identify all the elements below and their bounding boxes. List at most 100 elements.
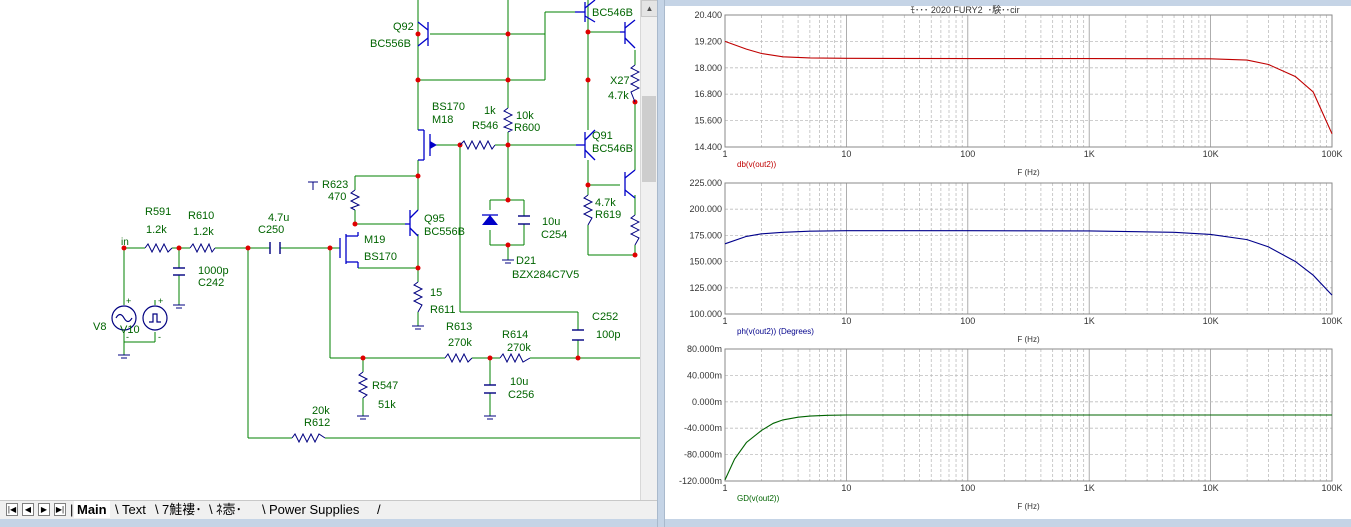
label-c254-value: 10u: [542, 216, 560, 228]
window-splitter[interactable]: [657, 0, 665, 527]
y-tick-label: -80.000m: [684, 450, 722, 460]
y-tick-label: -120.000m: [679, 476, 722, 486]
x-tick-label: 1: [722, 149, 727, 159]
label-r612-value: 20k: [312, 405, 330, 417]
label-v8-plus: +: [126, 296, 131, 306]
x-axis-label: F (Hz): [1017, 335, 1040, 344]
x-tick-label: 1K: [1084, 149, 1095, 159]
label-v10-minus: -: [158, 332, 161, 342]
y-tick-label: 80.000m: [687, 344, 722, 354]
label-r546-value: 1k: [484, 105, 496, 117]
schematic-canvas[interactable]: Q92 BC556B BC546B X27 4.7k BS170 M18 1k …: [0, 0, 640, 500]
x-tick-label: 10: [841, 483, 851, 493]
x-tick-label: 1: [722, 483, 727, 493]
tab-text[interactable]: Text: [122, 502, 146, 517]
label-x27-value: 4.7k: [608, 90, 629, 102]
label-r612: R612: [304, 417, 330, 429]
x-tick-label: 10: [841, 316, 851, 326]
tab-sheet-4[interactable]: ﾈ悫･: [216, 502, 243, 517]
y-tick-label: 40.000m: [687, 370, 722, 380]
label-v10: V10: [120, 324, 140, 336]
prev-sheet-button[interactable]: ◀: [22, 503, 34, 516]
label-top-right-part: BC546B: [592, 7, 633, 19]
label-c256: C256: [508, 389, 534, 401]
x-tick-label: 100K: [1321, 483, 1342, 493]
label-r613: R613: [446, 321, 472, 333]
label-r591-value: 1.2k: [146, 224, 167, 236]
x-tick-label: 100: [960, 149, 975, 159]
label-r623-value: 470: [328, 191, 346, 203]
y-tick-label: 200.000: [689, 204, 722, 214]
x-tick-label: 100K: [1321, 149, 1342, 159]
label-r591: R591: [145, 206, 171, 218]
x-tick-label: 1: [722, 316, 727, 326]
label-c252: C252: [592, 311, 618, 323]
label-c242-value: 1000p: [198, 265, 229, 277]
series-line: [724, 230, 1333, 296]
label-r610: R610: [188, 210, 214, 222]
label-c250: C250: [258, 224, 284, 236]
label-r614: R614: [502, 329, 528, 341]
label-q95-part: BC556B: [424, 226, 465, 238]
label-r611: R611: [430, 304, 455, 316]
tab-sheet-3[interactable]: 7鮭褸･: [162, 502, 202, 517]
window-bottom-border: [0, 519, 665, 527]
trace-label: GD(v(out2)): [737, 494, 780, 503]
series-line: [724, 414, 1332, 481]
label-q92-part: BC556B: [370, 38, 411, 50]
tab-main[interactable]: Main: [74, 501, 110, 518]
label-v10-plus: +: [158, 296, 163, 306]
sheet-tab-bar: |◀ ◀ ▶ ▶| | Main \ Text \ 7鮭褸･ \ ﾈ悫･ \ P…: [0, 500, 657, 520]
label-bs170-bottom: BS170: [364, 251, 397, 263]
series-line: [724, 40, 1333, 135]
plot-title: ﾓ･･･ 2020 FURY2_･験･･cir: [910, 4, 1019, 15]
label-d21-part: BZX284C7V5: [512, 269, 579, 281]
tab-power-supplies[interactable]: Power Supplies: [269, 502, 360, 517]
label-q92: Q92: [393, 21, 414, 33]
scroll-thumb[interactable]: [642, 96, 656, 182]
y-tick-label: 16.800: [694, 89, 722, 99]
y-tick-label: 20.400: [694, 10, 722, 20]
scroll-up-arrow-icon[interactable]: ▲: [641, 0, 658, 17]
plot-frame: [724, 14, 1333, 148]
trace-label: ph(v(out2)) (Degrees): [737, 327, 814, 336]
first-sheet-button[interactable]: |◀: [6, 503, 18, 516]
label-r613-value: 270k: [448, 337, 472, 349]
y-tick-label: 0.000m: [692, 397, 722, 407]
label-m18: M18: [432, 114, 453, 126]
x-tick-label: 1K: [1084, 483, 1095, 493]
label-r600: R600: [514, 122, 540, 134]
x-tick-label: 10K: [1203, 483, 1219, 493]
y-tick-label: 125.000: [689, 283, 722, 293]
x-tick-label: 1K: [1084, 316, 1095, 326]
plot-canvas: ﾓ･･･ 2020 FURY2_･験･･cir 20.40019.20018.0…: [665, 0, 1351, 527]
label-v8: V8: [93, 321, 106, 333]
schematic-horizontal-scrollbar[interactable]: [395, 503, 640, 518]
label-r619-value: 4.7k: [595, 197, 616, 209]
x-tick-label: 100: [960, 316, 975, 326]
label-r610-value: 1.2k: [193, 226, 214, 238]
x-tick-label: 10: [841, 149, 851, 159]
y-tick-label: 150.000: [689, 257, 722, 267]
schematic-window[interactable]: Q92 BC556B BC546B X27 4.7k BS170 M18 1k …: [0, 0, 665, 527]
label-r619: R619: [595, 209, 621, 221]
label-c254: C254: [541, 229, 567, 241]
schematic-vertical-scrollbar[interactable]: ▲ ▼: [640, 0, 658, 519]
last-sheet-button[interactable]: ▶|: [54, 503, 66, 516]
y-tick-label: 100.000: [689, 309, 722, 319]
y-tick-label: 14.400: [694, 142, 722, 152]
trace-label: db(v(out2)): [737, 160, 776, 169]
label-r546: R546: [472, 120, 498, 132]
label-v8-minus: -: [126, 332, 129, 342]
label-m19: M19: [364, 234, 385, 246]
label-c242: C242: [198, 277, 224, 289]
label-in: in: [121, 237, 129, 248]
label-c250-value: 4.7u: [268, 212, 289, 224]
label-d21: D21: [516, 255, 536, 267]
next-sheet-button[interactable]: ▶: [38, 503, 50, 516]
label-c256-value: 10u: [510, 376, 528, 388]
label-r614-value: 270k: [507, 342, 531, 354]
label-r547: R547: [372, 380, 398, 392]
x-tick-label: 10K: [1203, 316, 1219, 326]
